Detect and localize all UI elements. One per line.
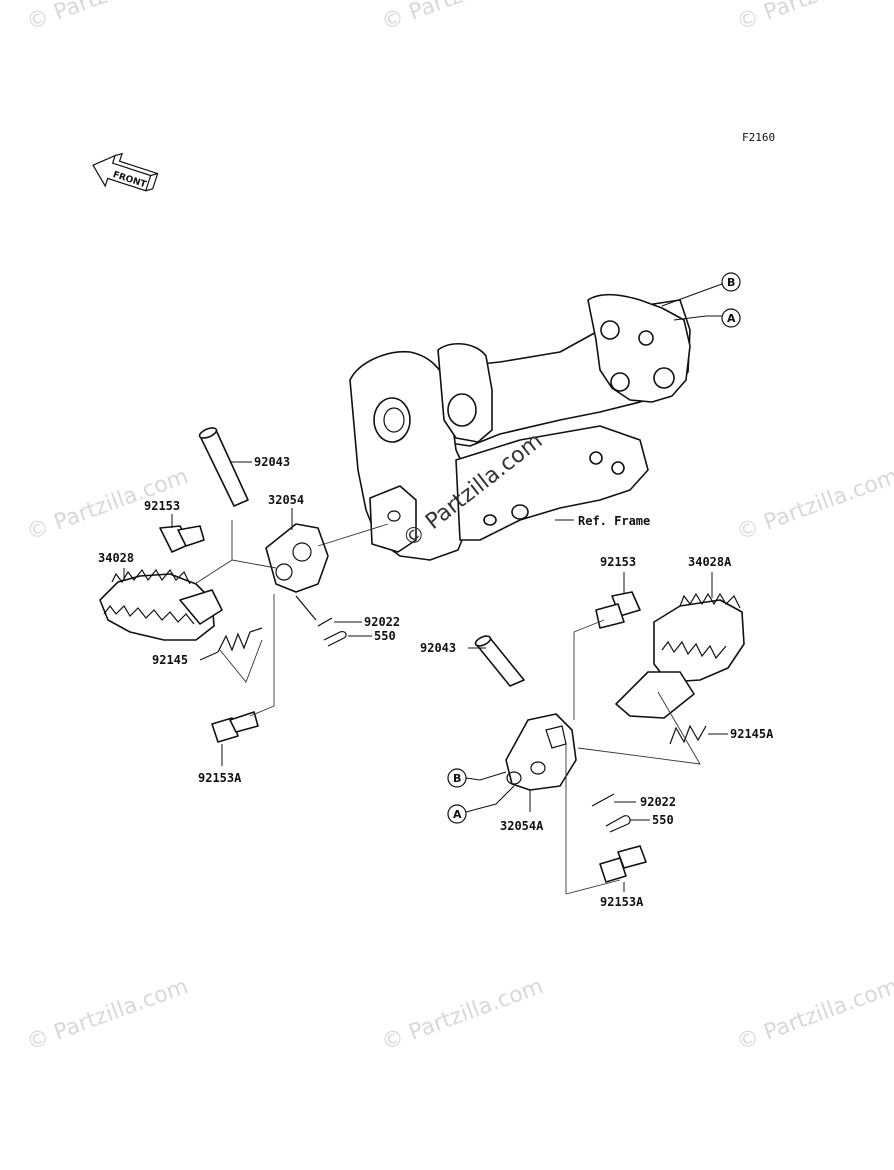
right-shaft <box>474 635 525 687</box>
watermark: © Partzilla.com <box>379 974 547 1056</box>
watermark: © Partzilla.com <box>24 974 192 1056</box>
left-cotter <box>323 631 347 647</box>
watermark: © Partzilla.com <box>379 0 547 36</box>
right-bolt-top-label: 92153 <box>600 555 636 569</box>
watermark: © Partzilla.com <box>24 0 192 36</box>
left-bolt-top <box>159 525 205 553</box>
left-pin <box>295 595 333 627</box>
right-bolt-bottom-label: 92153A <box>600 895 644 909</box>
right-bolt-top <box>595 591 641 629</box>
frame-label: Ref. Frame <box>578 514 650 528</box>
figure-code: F2160 <box>742 131 775 144</box>
right-cotter <box>605 815 631 833</box>
right-bracket <box>505 713 577 791</box>
right-pin-label: 92022 <box>640 795 676 809</box>
left-bolt-bottom-label: 92153A <box>198 771 242 785</box>
right-bracket-label: 32054A <box>500 819 544 833</box>
frame <box>349 283 723 561</box>
right-footpeg <box>615 592 745 719</box>
left-spring <box>217 627 263 653</box>
right-spring-label: 92145A <box>730 727 774 741</box>
callout-a-top: A <box>721 308 741 328</box>
right-pin <box>591 793 615 807</box>
left-cotter-label: 550 <box>374 629 396 643</box>
svg-text:B: B <box>727 276 735 289</box>
watermark: © Partzilla.com <box>734 974 894 1056</box>
svg-text:A: A <box>727 312 736 325</box>
right-spring <box>669 724 707 745</box>
right-footpeg-label: 34028A <box>688 555 732 569</box>
svg-text:A: A <box>453 808 462 821</box>
front-arrow-icon: FRONT <box>92 152 159 192</box>
watermark: © Partzilla.com <box>734 0 894 36</box>
svg-text:B: B <box>453 772 461 785</box>
callout-b-right: B <box>447 768 467 788</box>
left-bracket-label: 32054 <box>268 493 304 507</box>
callout-b-top: B <box>721 272 741 292</box>
left-spring-label: 92145 <box>152 653 188 667</box>
left-shaft <box>198 427 249 507</box>
right-bolt-bottom <box>599 845 647 883</box>
left-footpeg <box>99 568 223 641</box>
left-bolt-bottom <box>211 711 259 743</box>
left-shaft-label: 92043 <box>254 455 290 469</box>
right-shaft-label: 92043 <box>420 641 456 655</box>
right-cotter-label: 550 <box>652 813 674 827</box>
callout-a-right: A <box>447 804 467 824</box>
watermark: © Partzilla.com <box>734 464 894 546</box>
left-bracket <box>265 523 329 593</box>
left-bolt-top-label: 92153 <box>144 499 180 513</box>
left-pin-label: 92022 <box>364 615 400 629</box>
left-footpeg-label: 34028 <box>98 551 134 565</box>
